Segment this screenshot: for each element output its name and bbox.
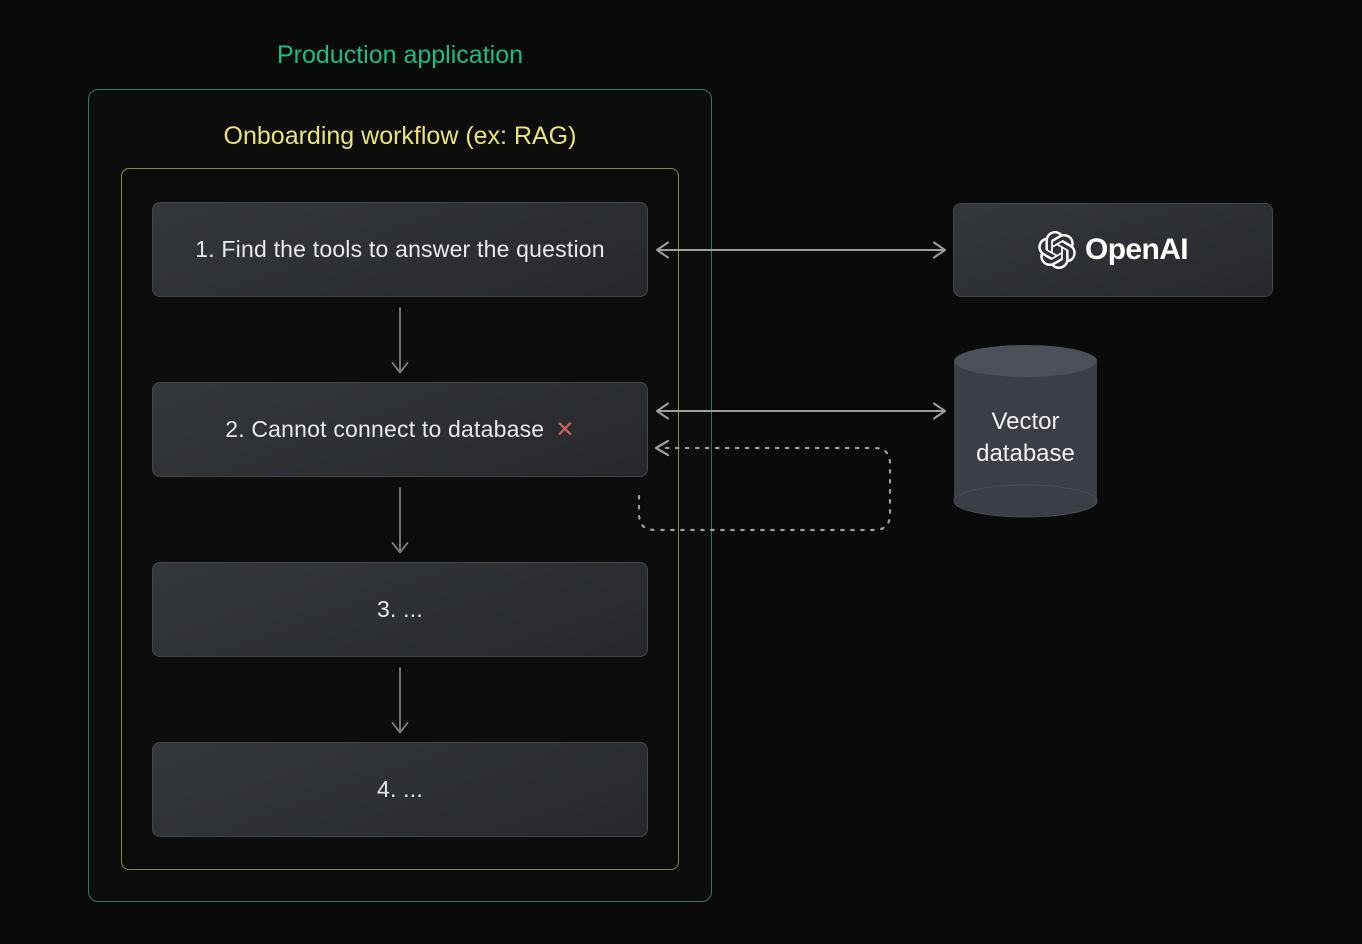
step-3-box: 3. ... — [152, 562, 648, 657]
database-cylinder-icon — [953, 345, 1098, 518]
vector-db-label-line2: database — [976, 440, 1075, 467]
openai-node: OpenAI — [953, 203, 1273, 297]
vector-db-label-line1: Vector — [991, 408, 1060, 435]
production-application-title: Production application — [277, 41, 523, 69]
step-2-label: 2. Cannot connect to database — [225, 416, 545, 442]
vector-db-label: Vector database — [953, 344, 1098, 518]
vector-database-node: Vector database — [953, 344, 1098, 518]
step-4-label: 4. ... — [377, 776, 423, 802]
step-2-box: 2. Cannot connect to database ✕ — [152, 382, 648, 477]
step-1-box: 1. Find the tools to answer the question — [152, 202, 648, 297]
onboarding-workflow-title: Onboarding workflow (ex: RAG) — [223, 122, 577, 150]
step-4-box: 4. ... — [152, 742, 648, 837]
step-1-label: 1. Find the tools to answer the question — [195, 236, 605, 262]
error-x-icon: ✕ — [555, 416, 575, 442]
openai-label: OpenAI — [1084, 233, 1189, 266]
openai-logo-icon — [1038, 231, 1076, 269]
step-3-label: 3. ... — [377, 596, 423, 622]
